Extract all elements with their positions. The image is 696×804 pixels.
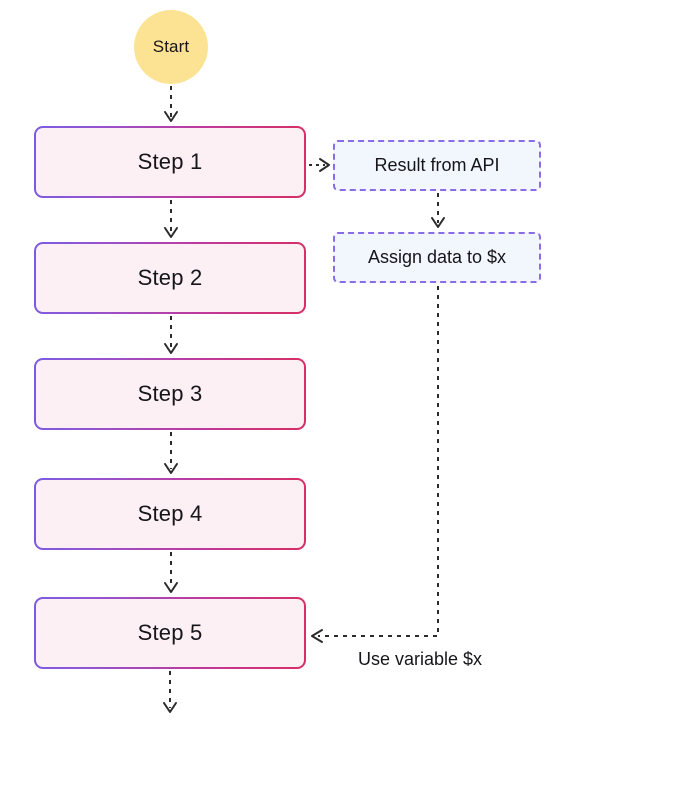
node-note-result-from-api[interactable]: Result from API (333, 140, 541, 191)
edge-step3-to-step4 (164, 432, 178, 474)
node-step-4-face: Step 4 (36, 480, 304, 548)
node-step-5-label: Step 5 (137, 620, 203, 645)
node-step-2-label: Step 2 (137, 265, 203, 290)
node-step-2[interactable]: Step 2 (34, 242, 306, 314)
edge-label-use-variable: Use variable $x (358, 649, 483, 669)
node-note-assign-data[interactable]: Assign data to $x (333, 232, 541, 283)
edge-step4-to-step5 (164, 552, 178, 593)
node-start[interactable]: Start (134, 10, 208, 84)
edge-step2-to-step3 (164, 316, 178, 354)
node-step-3-label: Step 3 (137, 381, 203, 406)
node-step-4-label: Step 4 (137, 501, 203, 526)
node-step-3-face: Step 3 (36, 360, 304, 428)
edge-note-assign-to-step5 (311, 286, 439, 643)
node-step-3[interactable]: Step 3 (34, 358, 306, 430)
edge-step1-to-step2 (164, 200, 178, 238)
node-step-4[interactable]: Step 4 (34, 478, 306, 550)
node-step-5-face: Step 5 (36, 599, 304, 667)
edge-step5-to-end (163, 671, 177, 713)
node-start-label: Start (152, 37, 190, 56)
node-step-5[interactable]: Step 5 (34, 597, 306, 669)
edge-start-to-step1 (164, 86, 178, 122)
node-step-1-label: Step 1 (137, 149, 203, 174)
node-note-assign-data-label: Assign data to $x (367, 247, 507, 267)
node-step-1[interactable]: Step 1 (34, 126, 306, 198)
edge-step1-to-note-result (309, 158, 330, 172)
node-note-result-from-api-label: Result from API (374, 155, 500, 175)
node-step-1-face: Step 1 (36, 128, 304, 196)
node-step-2-face: Step 2 (36, 244, 304, 312)
edge-note-result-to-note-assign (431, 193, 445, 228)
